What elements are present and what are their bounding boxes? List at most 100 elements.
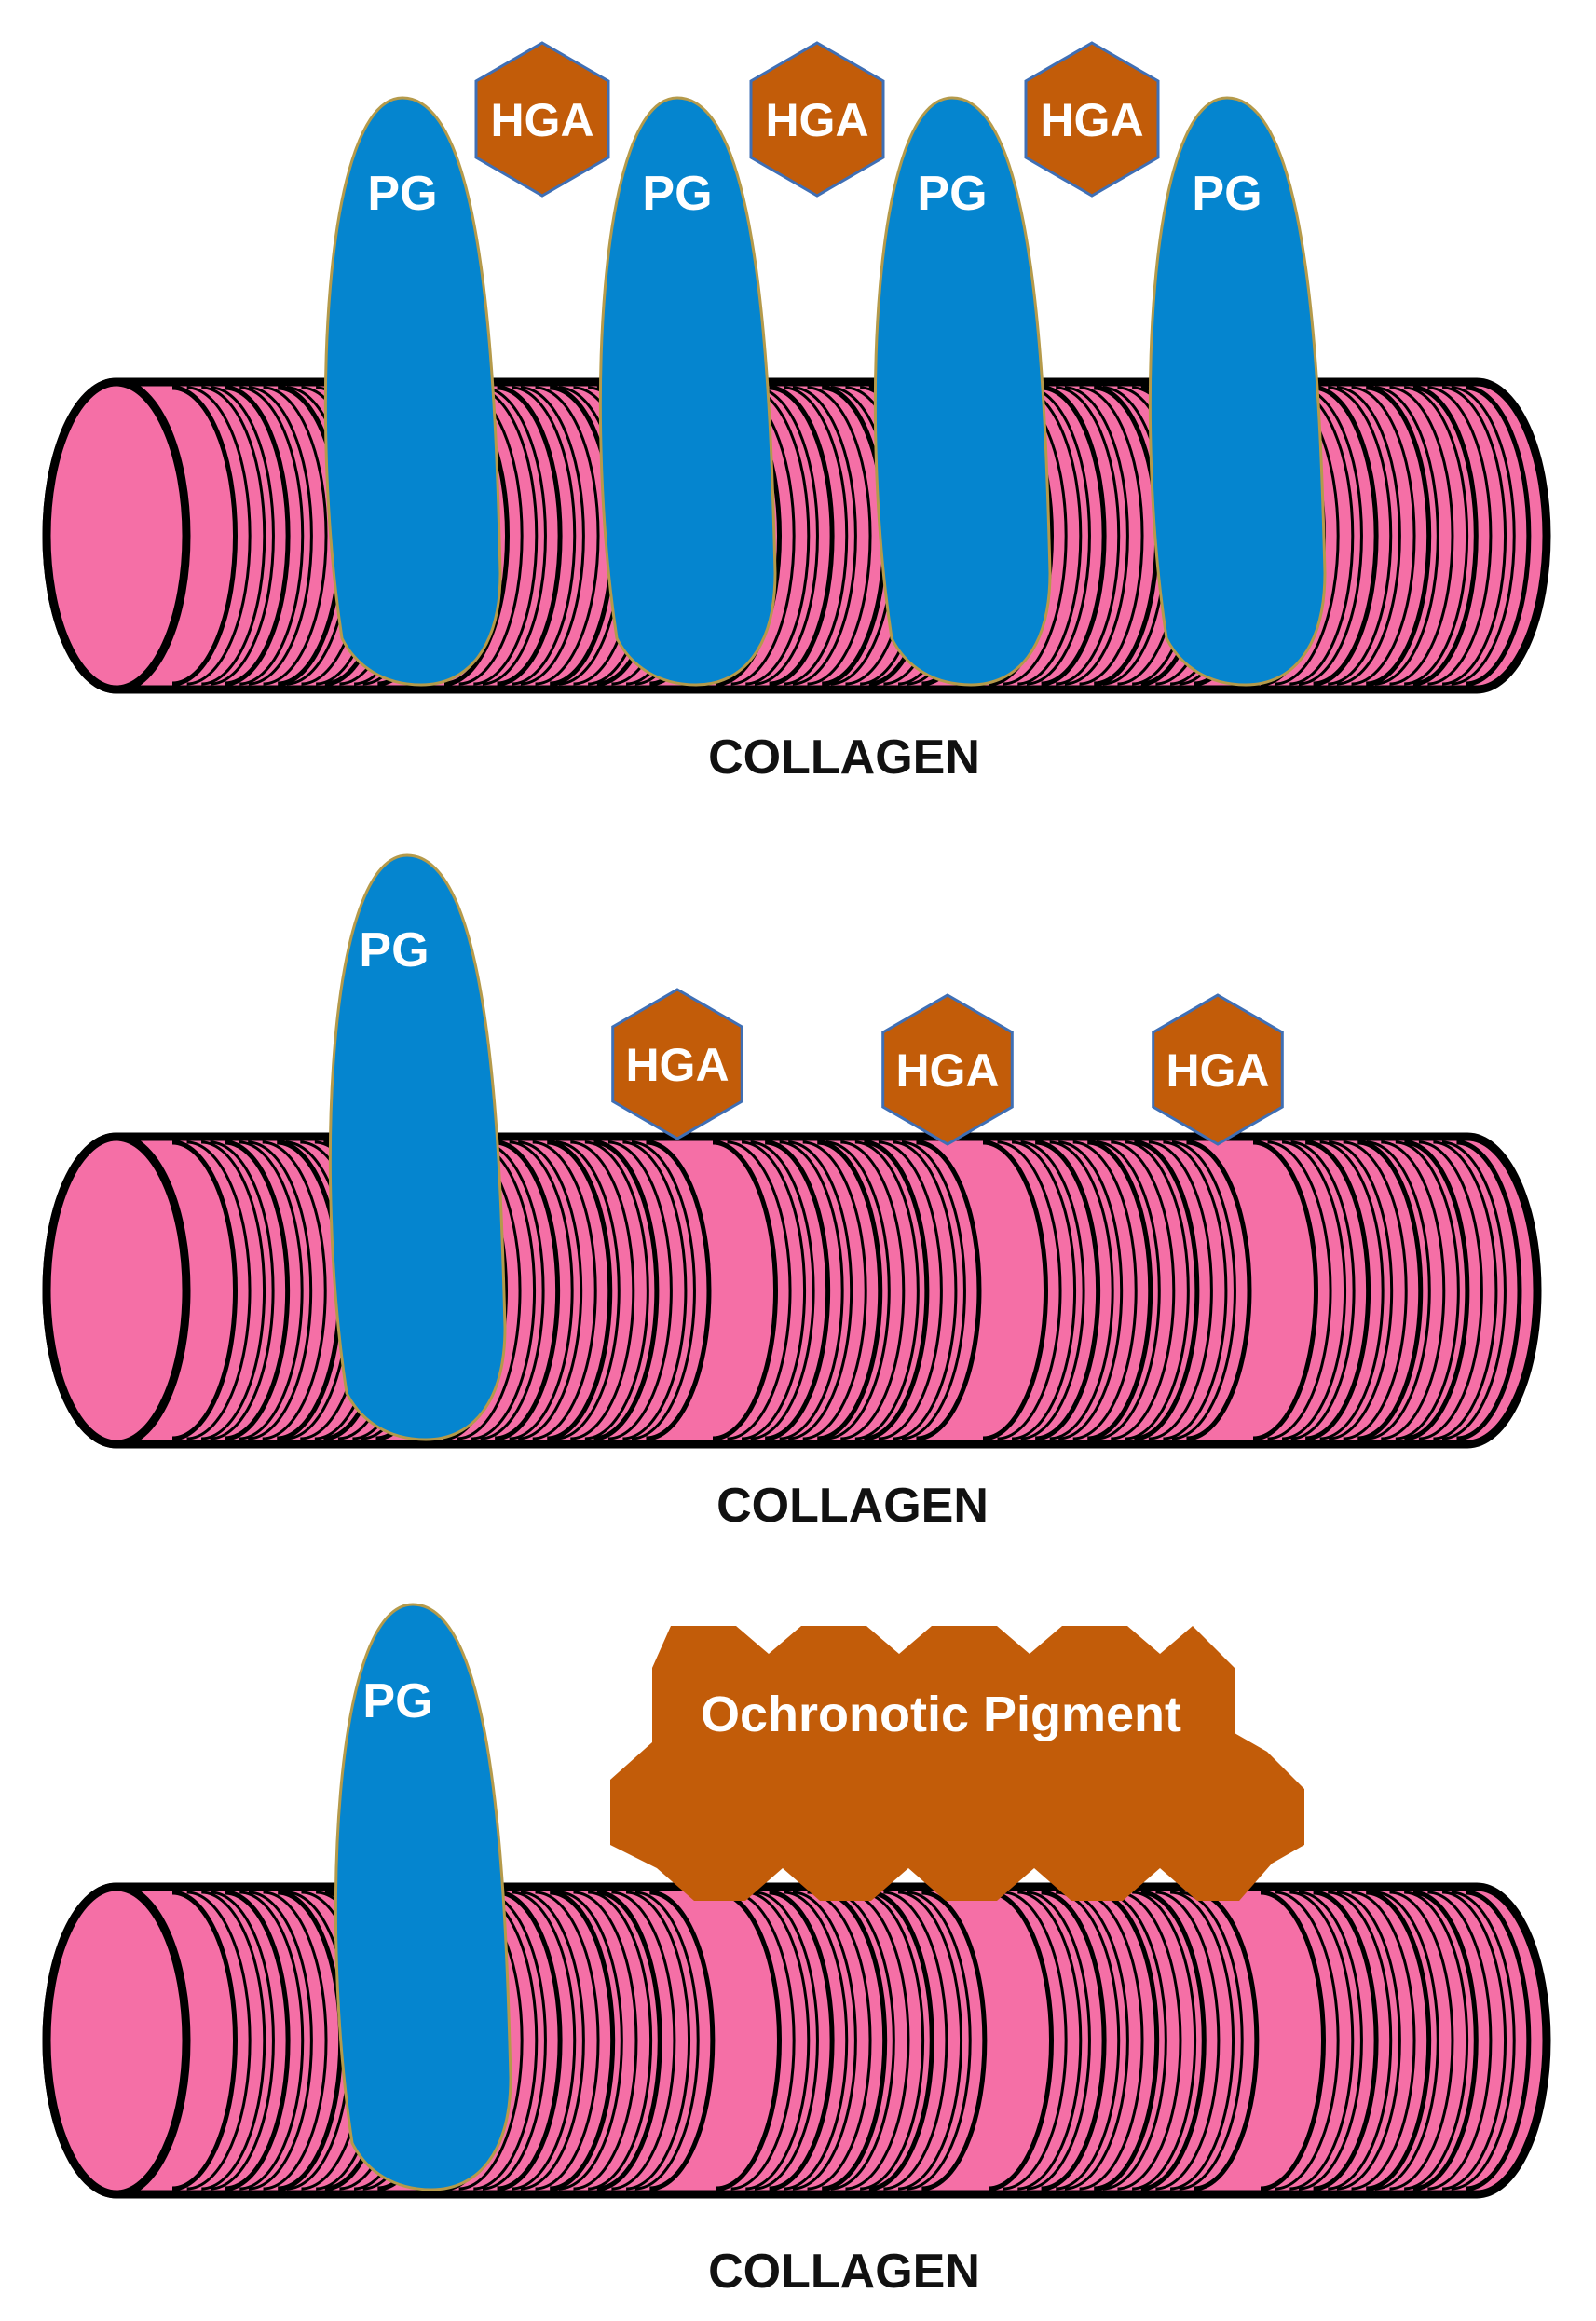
fibril-ridge	[1282, 1140, 1347, 1440]
fibril-ridge	[1163, 1140, 1228, 1440]
fibril-ridge	[520, 386, 585, 686]
fibril-ridge	[901, 1140, 966, 1440]
fibril-ridge	[845, 1891, 910, 2191]
fibril-ridge	[1441, 1140, 1507, 1440]
fibril-ridge	[1079, 1891, 1144, 2191]
fibril-ridge	[1056, 386, 1121, 686]
fibril-ridge	[727, 1140, 792, 1440]
fibril-ridge	[634, 1891, 700, 2191]
hga-hexagon	[881, 993, 1014, 1146]
fibril-ridge	[1171, 1140, 1236, 1440]
fibril-ridge	[1020, 1140, 1085, 1440]
fibril-ridge	[1179, 1891, 1244, 2191]
hga-label: HGA	[1040, 94, 1143, 146]
fibril-ridge	[982, 1140, 1048, 1441]
fibril-ridge	[1433, 1140, 1498, 1440]
fibril-ridge	[171, 1890, 238, 2191]
fibril-ridge	[1096, 1140, 1161, 1440]
pg-label: PG	[917, 167, 987, 221]
fibril-ridge	[225, 1890, 291, 2191]
fibril-ridge	[1366, 1890, 1432, 2191]
fibril-ridge	[792, 1891, 857, 2191]
fibril-ridge	[1412, 385, 1479, 687]
fibril-ridge	[807, 386, 872, 686]
fibril-ridge	[1329, 1140, 1394, 1440]
fibril-ridge	[1117, 1891, 1182, 2191]
fibril-ridge	[248, 386, 313, 686]
fibril-ridge	[171, 1140, 238, 1441]
fibril-ridge	[1260, 1890, 1326, 2191]
pg-shape	[323, 96, 502, 687]
hga-molecule	[1024, 41, 1160, 198]
proteoglycan	[598, 96, 777, 687]
fibril-ridge	[1442, 386, 1507, 686]
fibril-ridge	[1451, 1891, 1516, 2191]
fibril-ridge	[1170, 1891, 1235, 2191]
hga-label: HGA	[895, 1044, 999, 1097]
fibril-ridge	[535, 1891, 600, 2191]
fibril-ridge	[712, 1140, 778, 1441]
fibril-ridge	[1186, 1140, 1252, 1441]
fibril-ridge	[1336, 1891, 1401, 2191]
hga-molecule	[749, 41, 885, 198]
fibril-ridge	[1041, 1890, 1107, 2191]
fibril-ridge	[1017, 1891, 1083, 2191]
hga-molecule	[611, 988, 743, 1140]
fibril-ridge	[239, 1140, 304, 1440]
fibril-ridge	[607, 1140, 673, 1440]
fibril-end-cap	[42, 1882, 191, 2199]
panel-2: PG HGA HGA HGA COLLAGEN	[42, 853, 1542, 1533]
fibril-ridge	[807, 1891, 872, 2191]
collagen-caption: COLLAGEN	[716, 1479, 989, 1533]
collagen-caption: COLLAGEN	[708, 2245, 980, 2299]
fibril-ridge	[1102, 1891, 1167, 2191]
fibril-ridge	[482, 1891, 547, 2191]
fibril-ridge	[186, 386, 252, 686]
fibril-ridge	[1064, 1891, 1129, 2191]
fibril-ridge	[1125, 1140, 1190, 1440]
fibril-ridge	[532, 1140, 597, 1440]
fibril-ridge	[1328, 1891, 1393, 2191]
fibril-ridge	[626, 1891, 691, 2191]
fibril-ridge	[1404, 386, 1469, 686]
hga-label: HGA	[765, 94, 868, 146]
fibril-ridge	[817, 1140, 883, 1441]
panel-3: PG Ochronotic Pigment COLLAGEN	[42, 1603, 1551, 2299]
fibril-ridge	[509, 1140, 574, 1440]
fibril-ridge	[1140, 1890, 1207, 2191]
fibril-ridge	[825, 1140, 891, 1440]
fibril-ridge	[239, 386, 305, 686]
fibril-ridge	[570, 1140, 635, 1440]
pg-shape	[873, 96, 1052, 687]
fibril-ridge	[1194, 1890, 1260, 2191]
fibril-ridge	[716, 1890, 782, 2191]
fibril-ridge	[745, 1891, 811, 2191]
hga-hexagon	[1024, 41, 1160, 198]
pg-label: PG	[362, 1674, 432, 1728]
fibril-ridge	[520, 1891, 585, 2191]
fibril-ridge	[596, 1890, 662, 2191]
fibril-ridge	[868, 1890, 934, 2191]
fibril-ridge	[1058, 1140, 1124, 1440]
fibril-ridge	[186, 1891, 252, 2191]
fibril-ridge	[1003, 1891, 1068, 2191]
fibril-ridge	[1094, 1890, 1160, 2191]
fibril-ridge	[512, 386, 577, 686]
fibril-ridge	[1366, 385, 1432, 687]
fibril-ridge	[646, 1140, 712, 1441]
collagen-fibril	[42, 1882, 1551, 2199]
fibril-ridge	[1418, 1140, 1483, 1440]
fibril-ridge	[822, 1890, 888, 2191]
hga-label: HGA	[490, 94, 593, 146]
fibril-ridge	[1290, 1140, 1356, 1440]
fibril-ridge	[588, 1891, 653, 2191]
fibril-ridge	[584, 1140, 649, 1440]
fibril-ridge	[1035, 1140, 1101, 1441]
fibril-ridge	[898, 1891, 963, 2191]
fibril-ridge	[482, 386, 547, 686]
fibril-ridge	[1427, 1891, 1493, 2191]
fibril-ridge	[1298, 1891, 1363, 2191]
fibril-ridge	[1357, 1140, 1424, 1441]
fibril-ridge	[631, 1140, 696, 1440]
